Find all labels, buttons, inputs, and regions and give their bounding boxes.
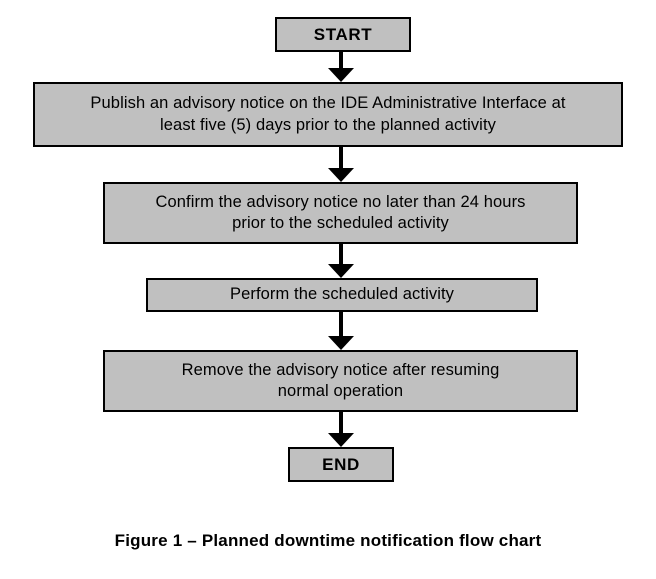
node-perform-scheduled-activity-label: Perform the scheduled activity xyxy=(229,285,455,304)
node-confirm-advisory-notice: Confirm the advisory notice no later tha… xyxy=(103,182,578,244)
connector-stem xyxy=(339,312,343,337)
node-publish-advisory-notice: Publish an advisory notice on the IDE Ad… xyxy=(33,82,623,147)
node-start: START xyxy=(275,17,411,52)
connector-publish-to-confirm xyxy=(328,147,354,182)
connector-stem xyxy=(339,412,343,434)
node-start-label: START xyxy=(313,24,373,44)
connector-remove-to-end xyxy=(328,412,354,447)
connector-arrowhead xyxy=(328,336,354,350)
connector-arrowhead xyxy=(328,168,354,182)
node-end: END xyxy=(288,447,394,482)
node-confirm-advisory-notice-label: Confirm the advisory notice no later tha… xyxy=(155,192,526,232)
connector-arrowhead xyxy=(328,264,354,278)
connector-stem xyxy=(339,147,343,169)
connector-arrowhead xyxy=(328,68,354,82)
figure-caption: Figure 1 – Planned downtime notification… xyxy=(114,531,542,550)
connector-arrowhead xyxy=(328,433,354,447)
connector-stem xyxy=(339,52,343,69)
node-remove-advisory-notice-label: Remove the advisory notice after resumin… xyxy=(181,360,500,400)
node-remove-advisory-notice: Remove the advisory notice after resumin… xyxy=(103,350,578,412)
node-perform-scheduled-activity: Perform the scheduled activity xyxy=(146,278,538,312)
connector-perform-to-remove xyxy=(328,312,354,350)
connector-stem xyxy=(339,244,343,265)
node-end-label: END xyxy=(322,454,360,474)
connector-confirm-to-perform xyxy=(328,244,354,278)
node-publish-advisory-notice-label: Publish an advisory notice on the IDE Ad… xyxy=(90,94,566,134)
connector-start-to-publish xyxy=(328,52,354,82)
